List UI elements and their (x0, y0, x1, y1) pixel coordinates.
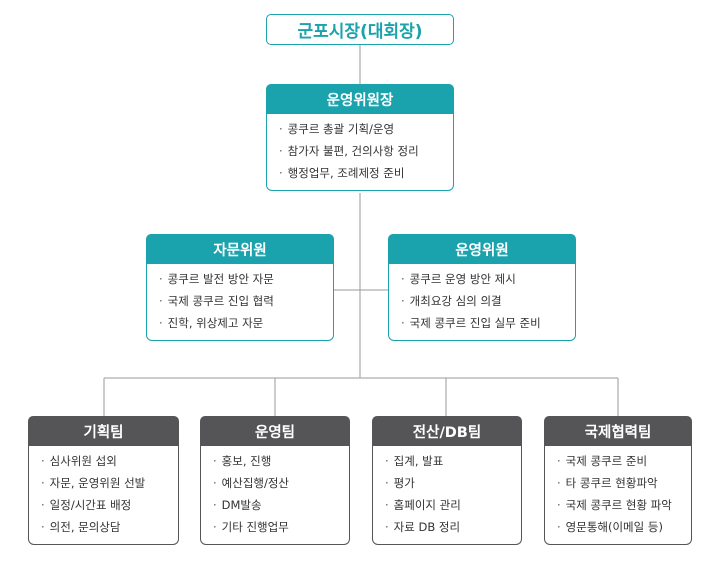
list-item: 의전, 문의상담 (41, 516, 168, 538)
list-item: 콩쿠르 발전 방안 자문 (159, 268, 323, 290)
list-item: 자문, 운영위원 선발 (41, 472, 168, 494)
list-item: 개최요강 심의 의결 (401, 290, 565, 312)
operating-committee-body: 콩쿠르 운영 방안 제시 개최요강 심의 의결 국제 콩쿠르 진입 실무 준비 (388, 264, 576, 341)
list-item: 평가 (385, 472, 511, 494)
operations-team-box: 운영팀 홍보, 진행 예산집행/정산 DM발송 기타 진행업무 (200, 416, 350, 545)
chair-box: 운영위원장 콩쿠르 총괄 기획/운영 참가자 불편, 건의사항 정리 행정업무,… (266, 84, 454, 191)
list-item: 집계, 발표 (385, 450, 511, 472)
international-team-body: 국제 콩쿠르 준비 타 콩쿠르 현황파악 국제 콩쿠르 현황 파악 영문통해(이… (544, 446, 692, 545)
list-item: 예산집행/정산 (213, 472, 339, 494)
list-item: 심사위원 섭외 (41, 450, 168, 472)
it-db-team-title: 전산/DB팀 (372, 416, 522, 446)
list-item: 홈페이지 관리 (385, 494, 511, 516)
list-item: 국제 콩쿠르 준비 (557, 450, 681, 472)
list-item: 콩쿠르 총괄 기획/운영 (279, 118, 443, 140)
list-item: 진학, 위상제고 자문 (159, 312, 323, 334)
list-item: 타 콩쿠르 현황파악 (557, 472, 681, 494)
list-item: 행정업무, 조례제정 준비 (279, 162, 443, 184)
list-item: 일정/시간표 배정 (41, 494, 168, 516)
planning-team-box: 기획팀 심사위원 섭외 자문, 운영위원 선발 일정/시간표 배정 의전, 문의… (28, 416, 179, 545)
chair-body: 콩쿠르 총괄 기획/운영 참가자 불편, 건의사항 정리 행정업무, 조례제정 … (266, 114, 454, 191)
international-team-title: 국제협력팀 (544, 416, 692, 446)
operations-team-body: 홍보, 진행 예산집행/정산 DM발송 기타 진행업무 (200, 446, 350, 545)
operating-committee-title: 운영위원 (388, 234, 576, 264)
list-item: 참가자 불편, 건의사항 정리 (279, 140, 443, 162)
list-item: 기타 진행업무 (213, 516, 339, 538)
list-item: 국제 콩쿠르 진입 협력 (159, 290, 323, 312)
it-db-team-body: 집계, 발표 평가 홈페이지 관리 자료 DB 정리 (372, 446, 522, 545)
list-item: 국제 콩쿠르 진입 실무 준비 (401, 312, 565, 334)
operations-team-title: 운영팀 (200, 416, 350, 446)
chair-title: 운영위원장 (266, 84, 454, 114)
root-node-mayor: 군포시장(대회장) (266, 14, 454, 45)
list-item: 자료 DB 정리 (385, 516, 511, 538)
advisory-committee-body: 콩쿠르 발전 방안 자문 국제 콩쿠르 진입 협력 진학, 위상제고 자문 (146, 264, 334, 341)
advisory-committee-title: 자문위원 (146, 234, 334, 264)
international-team-box: 국제협력팀 국제 콩쿠르 준비 타 콩쿠르 현황파악 국제 콩쿠르 현황 파악 … (544, 416, 692, 545)
it-db-team-box: 전산/DB팀 집계, 발표 평가 홈페이지 관리 자료 DB 정리 (372, 416, 522, 545)
list-item: 홍보, 진행 (213, 450, 339, 472)
advisory-committee-box: 자문위원 콩쿠르 발전 방안 자문 국제 콩쿠르 진입 협력 진학, 위상제고 … (146, 234, 334, 341)
list-item: 영문통해(이메일 등) (557, 516, 681, 538)
list-item: 콩쿠르 운영 방안 제시 (401, 268, 565, 290)
operating-committee-box: 운영위원 콩쿠르 운영 방안 제시 개최요강 심의 의결 국제 콩쿠르 진입 실… (388, 234, 576, 341)
planning-team-body: 심사위원 섭외 자문, 운영위원 선발 일정/시간표 배정 의전, 문의상담 (28, 446, 179, 545)
list-item: DM발송 (213, 494, 339, 516)
planning-team-title: 기획팀 (28, 416, 179, 446)
list-item: 국제 콩쿠르 현황 파악 (557, 494, 681, 516)
